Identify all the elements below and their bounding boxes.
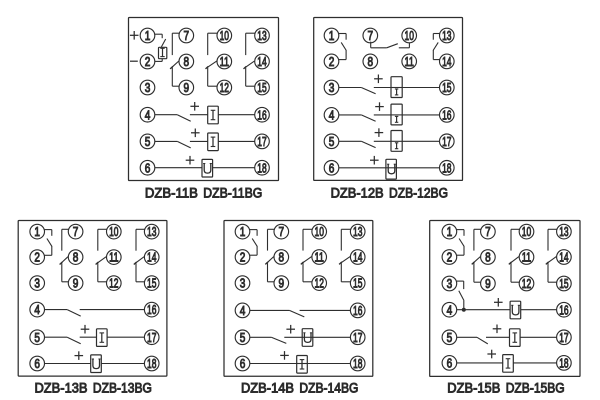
svg-text:8: 8 [279, 250, 285, 265]
svg-text:DZB-15B: DZB-15B [447, 381, 500, 397]
svg-text:10: 10 [315, 224, 324, 239]
svg-text:6: 6 [329, 160, 335, 175]
svg-text:1: 1 [145, 28, 151, 43]
svg-text:DZB-13B: DZB-13B [35, 381, 88, 397]
svg-text:15: 15 [442, 80, 451, 95]
svg-text:12: 12 [109, 276, 118, 291]
svg-text:12: 12 [220, 80, 229, 95]
svg-text:11: 11 [220, 54, 229, 69]
svg-text:3: 3 [447, 276, 453, 291]
svg-text:15: 15 [257, 80, 266, 95]
svg-text:2: 2 [447, 250, 453, 265]
svg-text:DZB-12B: DZB-12B [331, 185, 384, 201]
svg-text:10: 10 [220, 28, 229, 43]
svg-text:5: 5 [447, 330, 453, 345]
svg-text:15: 15 [559, 276, 568, 291]
svg-text:1: 1 [329, 28, 335, 43]
svg-text:16: 16 [353, 303, 362, 318]
svg-text:14: 14 [353, 250, 362, 265]
svg-text:17: 17 [442, 134, 451, 149]
svg-text:DZB-13BG: DZB-13BG [93, 381, 152, 397]
svg-text:15: 15 [147, 276, 156, 291]
svg-text:17: 17 [353, 330, 362, 345]
svg-text:2: 2 [240, 250, 246, 265]
svg-text:17: 17 [559, 330, 568, 345]
svg-text:16: 16 [147, 302, 156, 317]
svg-text:11: 11 [522, 250, 531, 265]
svg-text:8: 8 [73, 250, 79, 265]
svg-text:14: 14 [442, 54, 451, 69]
svg-text:17: 17 [147, 330, 156, 345]
svg-text:4: 4 [240, 303, 246, 318]
svg-text:12: 12 [522, 276, 531, 291]
svg-text:6: 6 [240, 356, 246, 371]
svg-text:9: 9 [485, 276, 491, 291]
svg-text:11: 11 [315, 250, 324, 265]
svg-text:5: 5 [240, 330, 246, 345]
svg-text:7: 7 [368, 28, 374, 43]
svg-text:2: 2 [34, 250, 40, 265]
svg-text:7: 7 [184, 28, 190, 43]
svg-text:9: 9 [184, 80, 190, 95]
svg-text:12: 12 [315, 276, 324, 291]
svg-text:13: 13 [353, 224, 362, 239]
svg-text:6: 6 [447, 355, 453, 370]
svg-text:18: 18 [353, 356, 362, 371]
svg-text:3: 3 [329, 80, 335, 95]
svg-text:4: 4 [329, 107, 335, 122]
svg-text:2: 2 [329, 54, 335, 69]
svg-text:13: 13 [257, 28, 266, 43]
svg-text:3: 3 [145, 80, 151, 95]
svg-text:7: 7 [485, 224, 491, 239]
svg-text:DZB-11BG: DZB-11BG [203, 185, 262, 201]
svg-text:17: 17 [257, 134, 266, 149]
svg-text:3: 3 [240, 276, 246, 291]
svg-text:13: 13 [442, 28, 451, 43]
svg-text:7: 7 [279, 224, 285, 239]
svg-text:7: 7 [73, 224, 79, 239]
svg-text:5: 5 [329, 134, 335, 149]
svg-text:6: 6 [34, 356, 40, 371]
svg-text:14: 14 [559, 250, 568, 265]
svg-text:5: 5 [145, 134, 151, 149]
svg-text:13: 13 [559, 224, 568, 239]
svg-text:4: 4 [34, 302, 40, 317]
svg-text:4: 4 [145, 107, 151, 122]
svg-text:10: 10 [109, 224, 118, 239]
svg-text:DZB-15BG: DZB-15BG [506, 381, 565, 397]
svg-text:14: 14 [147, 250, 156, 265]
svg-text:8: 8 [184, 54, 190, 69]
svg-text:11: 11 [405, 54, 414, 69]
svg-text:18: 18 [257, 160, 266, 175]
svg-text:16: 16 [257, 107, 266, 122]
svg-text:1: 1 [447, 224, 453, 239]
svg-text:1: 1 [240, 224, 246, 239]
svg-text:DZB-14B: DZB-14B [241, 381, 294, 397]
svg-text:18: 18 [147, 356, 156, 371]
svg-text:16: 16 [442, 107, 451, 122]
svg-text:DZB-11B: DZB-11B [145, 185, 198, 201]
svg-text:16: 16 [559, 302, 568, 317]
svg-text:DZB-12BG: DZB-12BG [389, 185, 448, 201]
svg-text:8: 8 [485, 250, 491, 265]
svg-text:15: 15 [353, 276, 362, 291]
svg-text:14: 14 [257, 54, 266, 69]
svg-text:9: 9 [279, 276, 285, 291]
svg-text:10: 10 [405, 28, 414, 43]
svg-text:DZB-14BG: DZB-14BG [299, 381, 358, 397]
svg-text:4: 4 [447, 302, 453, 317]
svg-text:10: 10 [522, 224, 531, 239]
svg-text:5: 5 [34, 330, 40, 345]
svg-text:18: 18 [559, 355, 568, 370]
svg-text:9: 9 [73, 276, 79, 291]
svg-text:1: 1 [34, 224, 40, 239]
svg-text:2: 2 [145, 54, 151, 69]
svg-text:18: 18 [442, 160, 451, 175]
svg-text:13: 13 [147, 224, 156, 239]
svg-text:8: 8 [368, 54, 374, 69]
svg-text:11: 11 [109, 250, 118, 265]
svg-text:6: 6 [145, 160, 151, 175]
svg-text:3: 3 [34, 276, 40, 291]
